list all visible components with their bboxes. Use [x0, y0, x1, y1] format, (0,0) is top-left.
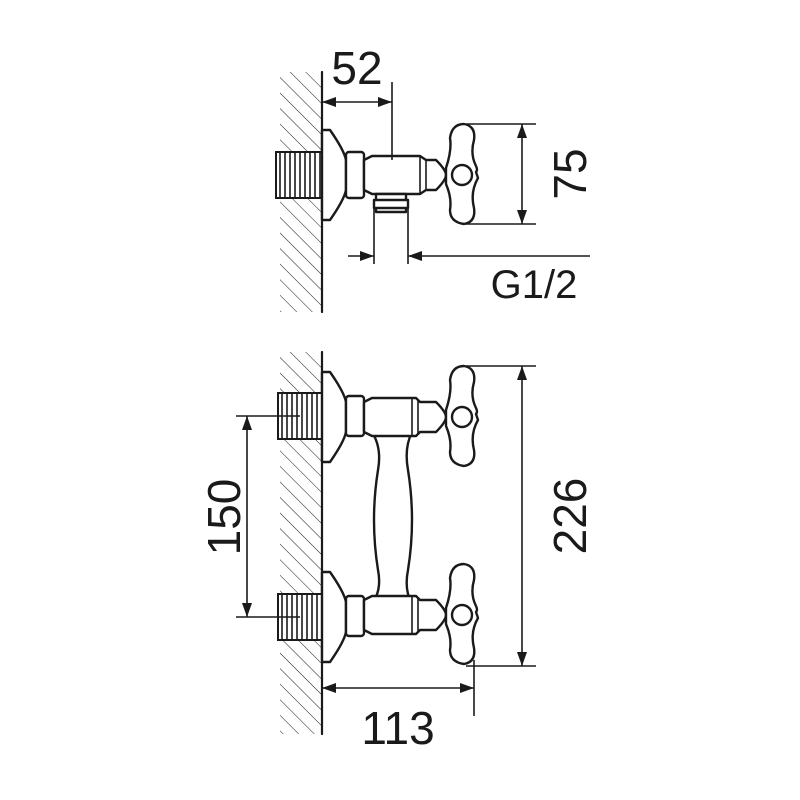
handle-hub-top [450, 163, 474, 187]
dim-label-113: 113 [361, 702, 434, 754]
threaded-pipe-top [275, 151, 325, 199]
connecting-body [370, 430, 414, 606]
valve-body-upper [362, 396, 448, 438]
lower-inlet [277, 570, 366, 664]
dim-label-75: 75 [544, 148, 596, 199]
dimension-113: 113 [322, 660, 475, 754]
dimension-150: 150 [198, 415, 300, 618]
wall-flange-top [320, 128, 348, 222]
dimension-75: 75 [466, 123, 596, 225]
bottom-view: 150 226 113 [198, 350, 596, 754]
dim-label-52: 52 [331, 42, 382, 94]
hex-nut-top [344, 150, 366, 200]
valve-body-top [362, 154, 448, 196]
dimension-226: 226 [466, 365, 596, 667]
top-view: 52 75 G1/2 [275, 42, 596, 314]
dimension-52: 52 [322, 42, 393, 160]
dim-label-226: 226 [544, 478, 596, 555]
handle-hub-lower [450, 603, 474, 627]
outlet-thread-top [372, 198, 410, 210]
handle-hub-upper [450, 405, 474, 429]
dimension-thread: G1/2 [348, 208, 590, 307]
dim-label-thread: G1/2 [491, 263, 578, 307]
dim-label-150: 150 [198, 479, 250, 556]
valve-body-lower [362, 594, 448, 636]
upper-inlet [277, 370, 366, 464]
